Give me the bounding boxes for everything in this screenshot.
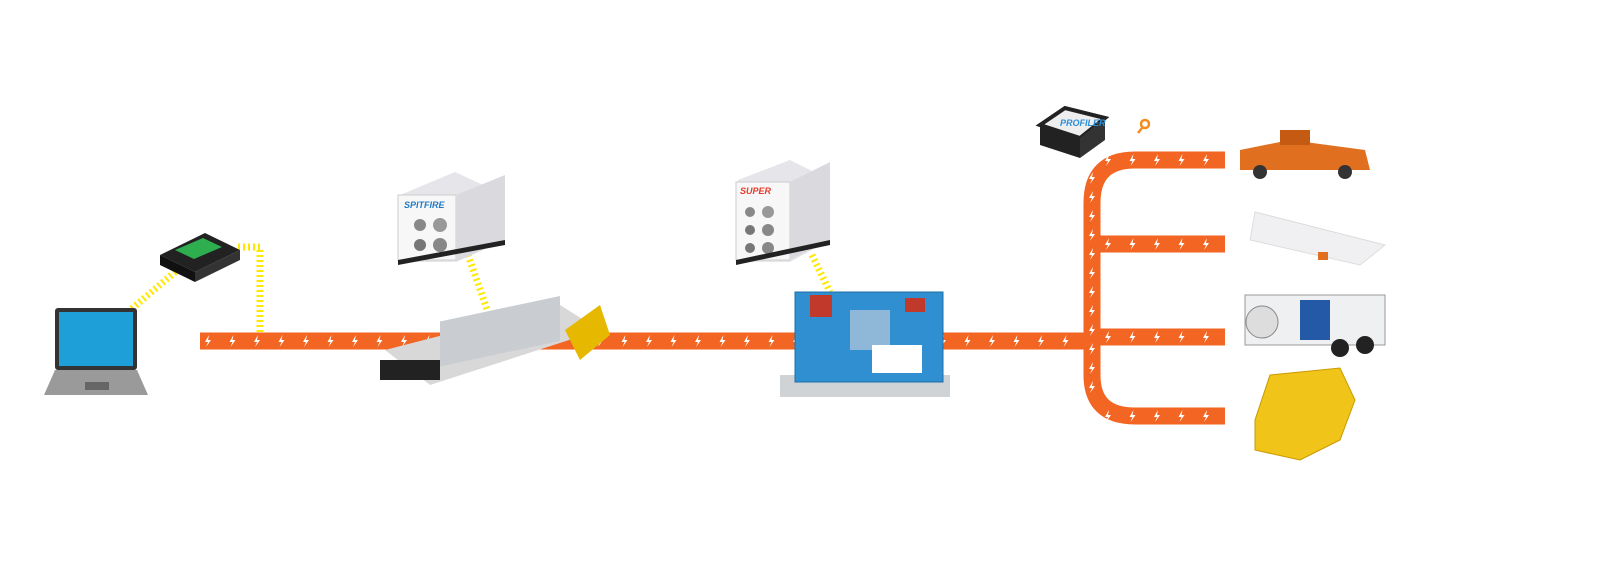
lightning-bolt-icon xyxy=(1129,238,1136,250)
lightning-bolt-icon xyxy=(1105,331,1111,343)
lightning-bolt-icon xyxy=(744,335,750,347)
lightning-bolt-icon xyxy=(376,335,383,347)
lightning-bolt-icon xyxy=(1178,331,1185,343)
lightning-bolt-icon xyxy=(1089,343,1095,355)
lightning-bolt-icon xyxy=(1062,335,1069,347)
lightning-bolt-icon xyxy=(719,335,726,347)
data-link-laptop xyxy=(125,263,185,315)
monitor-box xyxy=(160,233,240,282)
super-logo: SUPER xyxy=(740,186,772,196)
lightning-bolt-icon xyxy=(1105,238,1111,250)
lightning-bolt-icon xyxy=(989,335,995,347)
data-links xyxy=(125,243,834,334)
search-icon xyxy=(1137,118,1151,134)
lightning-bolt-icon xyxy=(1089,381,1095,393)
profiler-logo: PROFILER xyxy=(1060,118,1106,128)
lightning-bolt-icon xyxy=(1089,248,1095,260)
lightning-bolt-icon xyxy=(1129,331,1136,343)
lightning-bolt-icon xyxy=(1089,324,1095,336)
roof-bolter xyxy=(1244,294,1386,357)
lightning-bolt-icon xyxy=(1203,331,1209,343)
lightning-bolt-icon xyxy=(1203,154,1209,166)
lightning-bolt-icon xyxy=(1089,362,1095,374)
lightning-bolt-icon xyxy=(1203,238,1209,250)
lightning-bolt-icon xyxy=(327,335,334,347)
data-link-monitor xyxy=(238,243,264,334)
loader-vehicle xyxy=(1240,130,1370,179)
spitfire-box: SPITFIRE xyxy=(397,172,505,265)
lightning-bolt-icon xyxy=(1089,305,1095,317)
lightning-bolt-icon xyxy=(1089,267,1095,279)
lightning-bolt-icon xyxy=(1154,331,1160,343)
yellow-miner xyxy=(1254,367,1356,461)
lightning-bolt-icon xyxy=(1105,154,1111,166)
bolt-icons xyxy=(205,154,1209,422)
lightning-bolt-icon xyxy=(229,335,236,347)
lightning-bolt-icon xyxy=(1178,238,1185,250)
lightning-bolt-icon xyxy=(352,335,358,347)
lightning-bolt-icon xyxy=(1038,335,1044,347)
power-bus xyxy=(1083,151,1225,425)
continuous-miner xyxy=(380,295,610,385)
data-link-super-spitfire xyxy=(808,253,834,294)
lightning-bolt-icon xyxy=(646,335,652,347)
lightning-bolt-icon xyxy=(205,335,211,347)
lightning-bolt-icon xyxy=(964,335,971,347)
power-network xyxy=(200,151,1225,425)
super-spitfire-box: SUPER xyxy=(735,160,830,265)
lightning-bolt-icon xyxy=(1129,410,1136,422)
lightning-bolt-icon xyxy=(1089,210,1095,222)
lightning-bolt-icon xyxy=(1178,410,1185,422)
lightning-bolt-icon xyxy=(1105,410,1111,422)
lightning-bolt-icon xyxy=(1089,172,1095,184)
lightning-bolt-icon xyxy=(768,335,775,347)
lightning-bolt-icon xyxy=(254,335,260,347)
lightning-bolt-icon xyxy=(695,335,701,347)
spitfire-logo: SPITFIRE xyxy=(404,200,446,210)
laptop xyxy=(44,308,148,395)
lightning-bolt-icon xyxy=(1013,335,1020,347)
lightning-bolt-icon xyxy=(1154,238,1160,250)
data-link-spitfire xyxy=(464,253,494,320)
profiler-box: PROFILER xyxy=(1035,105,1110,158)
lightning-bolt-icon xyxy=(670,335,677,347)
lightning-bolt-icon xyxy=(1129,154,1136,166)
lightning-bolt-icon xyxy=(1089,229,1095,241)
lightning-bolt-icon xyxy=(1154,154,1160,166)
lightning-bolt-icon xyxy=(1203,410,1209,422)
lightning-bolt-icon xyxy=(1089,286,1095,298)
lightning-bolt-icon xyxy=(621,335,628,347)
lightning-bolt-icon xyxy=(303,335,309,347)
lightning-bolt-icon xyxy=(1154,410,1160,422)
power-center xyxy=(780,291,950,397)
lightning-bolt-icon xyxy=(1089,191,1095,203)
lightning-bolt-icon xyxy=(278,335,285,347)
lightning-bolt-icon xyxy=(1178,154,1185,166)
lightning-bolt-icon xyxy=(401,335,407,347)
shuttle-car xyxy=(1249,211,1387,266)
